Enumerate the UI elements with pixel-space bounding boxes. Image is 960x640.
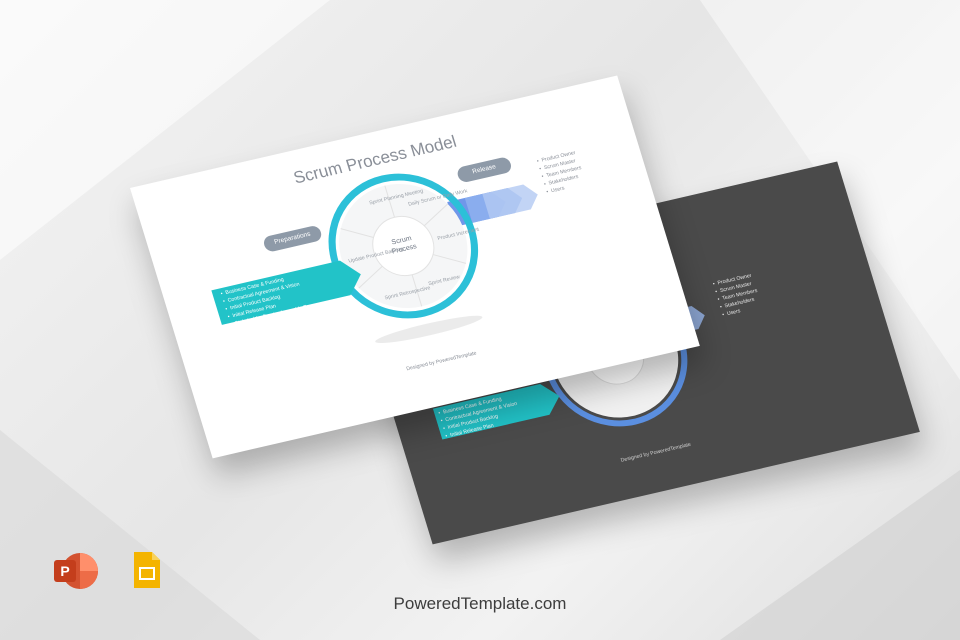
svg-text:P: P <box>60 563 69 579</box>
site-url: PoweredTemplate.com <box>393 594 567 613</box>
light-slide-preview: Scrum Process Model Preparations Release… <box>130 75 700 459</box>
powerpoint-icon: P <box>54 553 98 589</box>
google-slides-icon <box>134 552 160 588</box>
